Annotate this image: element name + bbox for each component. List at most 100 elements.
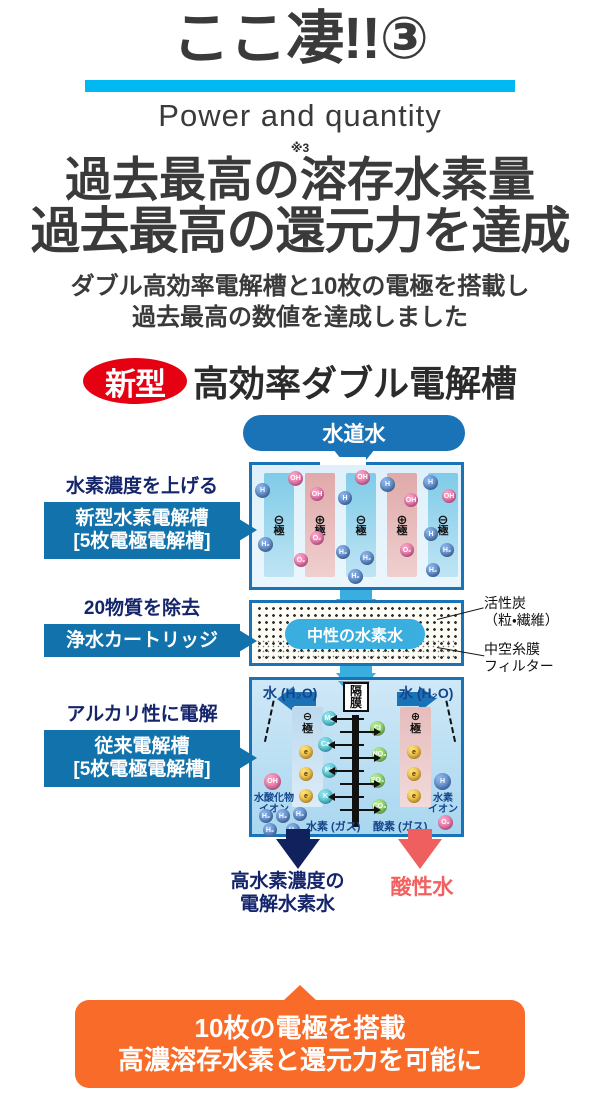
callout-box: 新型水素電解槽 [5枚電極電解槽] [44,502,257,559]
top-chamber-notch [320,457,366,468]
molecule-h2: H₂ [348,569,363,585]
callout-box-line2: [5枚電極電解槽] [73,759,211,781]
electrode-label: 極 [396,525,408,538]
output-hydrogen-line1: 高水素濃度の [230,871,345,893]
membrane-label-char-1: 隔 [349,684,362,699]
molecule-oh-ion: OH [442,489,456,504]
electron-bubble: e [407,789,421,804]
ion-arrowhead-icon [330,715,337,724]
molecule-h-ion: H [338,491,352,506]
membrane-side-stem-right [397,692,419,707]
summary-banner: 10枚の電極を搭載 高濃溶存水素と還元力を可能に [75,985,525,1088]
output-label-hydrogen: 高水素濃度の 電解水素水 [200,871,375,917]
callout-hydrogen-cell: 水素濃度を上げる 新型水素電解槽 [5枚電極電解槽] [44,471,257,559]
banner-line-2: 高濃溶存水素と還元力を可能に [117,1045,482,1075]
new-badge: 新型 [82,358,187,405]
molecule-oh-ion: OH [404,493,418,508]
hydrogen-gas-bubble: H₂ [293,807,307,822]
output-label-acid: 酸性水 [390,876,454,900]
hydrogen-ion-bubble: H [434,773,451,791]
molecule-o2: O₂ [400,543,414,558]
annotation-line-1: 中空糸膜 [484,641,540,658]
electrode-sign: ⊖ [437,511,449,527]
ion-arrowhead-icon [374,754,381,763]
ion-arrowhead-icon [374,806,381,815]
inlet-pill: 水道水 [243,415,465,452]
hydrogen-ion-line2: イオン [428,804,458,816]
anode-sign: ⊕ [410,711,421,724]
anode-label: 極 [410,722,421,735]
banner-line-1: 10枚の電極を搭載 [194,1012,406,1043]
footnote-marker: ※3 [290,141,310,155]
membrane-label-char-2: 膜 [349,696,362,711]
membrane-arrow-left-icon [277,686,294,713]
molecule-oh-ion: OH [288,471,303,487]
hydrogen-gas-bubble: H₂ [276,809,290,824]
callout-box: 浄水カートリッジ [44,624,257,658]
flow-stem-2 [340,666,372,677]
lead-line-1: ダブル高効率電解槽と10枚の電極を搭載し [70,272,530,300]
molecule-h-ion: H [423,475,438,491]
electron-bubble: e [407,745,421,760]
electrode-sign: ⊕ [396,511,408,527]
output-stem-acid [408,829,432,842]
ion-arrow [334,796,364,799]
molecule-oh-ion: OH [355,470,370,486]
headline-primary: 過去最高の溶存水素量 [65,153,535,206]
callout-box-line1: 新型水素電解槽 [75,508,209,530]
electron-bubble: e [299,767,313,782]
ion-arrow [340,783,374,786]
callout-box: 従来電解槽 [5枚電極電解槽] [44,730,257,787]
electrode-sign: ⊖ [273,511,285,527]
callout-box-line1: 浄水カートリッジ [65,630,218,652]
subtitle-english: Power and quantity [158,98,442,133]
hydroxide-label: 水酸化物 イオン [250,793,298,815]
molecule-o2: O₂ [294,553,308,568]
top-electrode-cell: ⊖ 極 ⊕ 極 ⊖ 極 ⊕ 極 ⊖ 極 H OH OH H [252,465,461,588]
membrane-label: 隔 膜 [343,682,369,713]
annotation-line-2: フィルター [484,658,554,675]
electrode-label: 極 [437,525,449,538]
ion-arrow [334,770,364,773]
output-arrow-acid-icon [398,839,442,870]
oxygen-gas-bubble: O₂ [438,815,453,831]
callout-heading: 水素濃度を上げる [65,476,218,498]
callout-heading: アルカリ性に電解 [66,704,218,726]
ion-arrow [340,731,374,734]
molecule-o2: O₂ [310,531,324,546]
callout-pointer-icon [239,519,257,542]
electrode-label: 極 [273,525,285,538]
molecule-h2: H₂ [360,551,374,566]
molecule-h2: H₂ [336,545,350,560]
hydrogen-gas-bubble: H₂ [259,809,273,824]
membrane-arrow-right-icon [419,686,436,713]
callout-pointer-icon [239,747,257,770]
ion-arrowhead-icon [328,793,335,802]
ion-arrow [340,809,374,812]
ion-arrow [336,718,364,721]
lead-line-2: 過去最高の数値を達成しました [132,303,468,331]
cyan-divider [85,80,515,92]
output-hydrogen-line2: 電解水素水 [239,893,335,915]
molecule-h-ion: H [380,477,395,493]
electrode-sign: ⊖ [355,511,367,527]
hydrogen-gas-bubble: H₂ [263,823,277,838]
callout-pointer-icon [239,629,257,652]
ion-arrowhead-icon [374,780,381,789]
molecule-h-ion: H [255,483,270,499]
cathode-sign: ⊖ [302,711,313,724]
molecule-h2: H₂ [426,563,440,578]
annotation-line-1: 活性炭 [484,595,526,612]
hydroxide-label-line1: 水酸化物 [254,793,294,805]
banner-pointer-icon [283,985,317,1001]
callout-conventional-cell: アルカリ性に電解 従来電解槽 [5枚電極電解槽] [44,699,257,787]
electrolysis-diagram: 水道水 ⊖ 極 ⊕ 極 ⊖ 極 ⊕ 極 ⊖ 極 [0,415,600,915]
output-stem-hydrogen [286,829,310,842]
section-title: 高効率ダブル電解槽 [192,363,517,405]
neutral-water-pill: 中性の水素水 [285,619,425,650]
hydroxide-bubble: OH [264,773,281,791]
ion-arrow [334,744,364,747]
callout-box-line2: [5枚電極電解槽] [73,531,211,553]
annotation-hollow-fiber: 中空糸膜 フィルター [484,641,554,675]
